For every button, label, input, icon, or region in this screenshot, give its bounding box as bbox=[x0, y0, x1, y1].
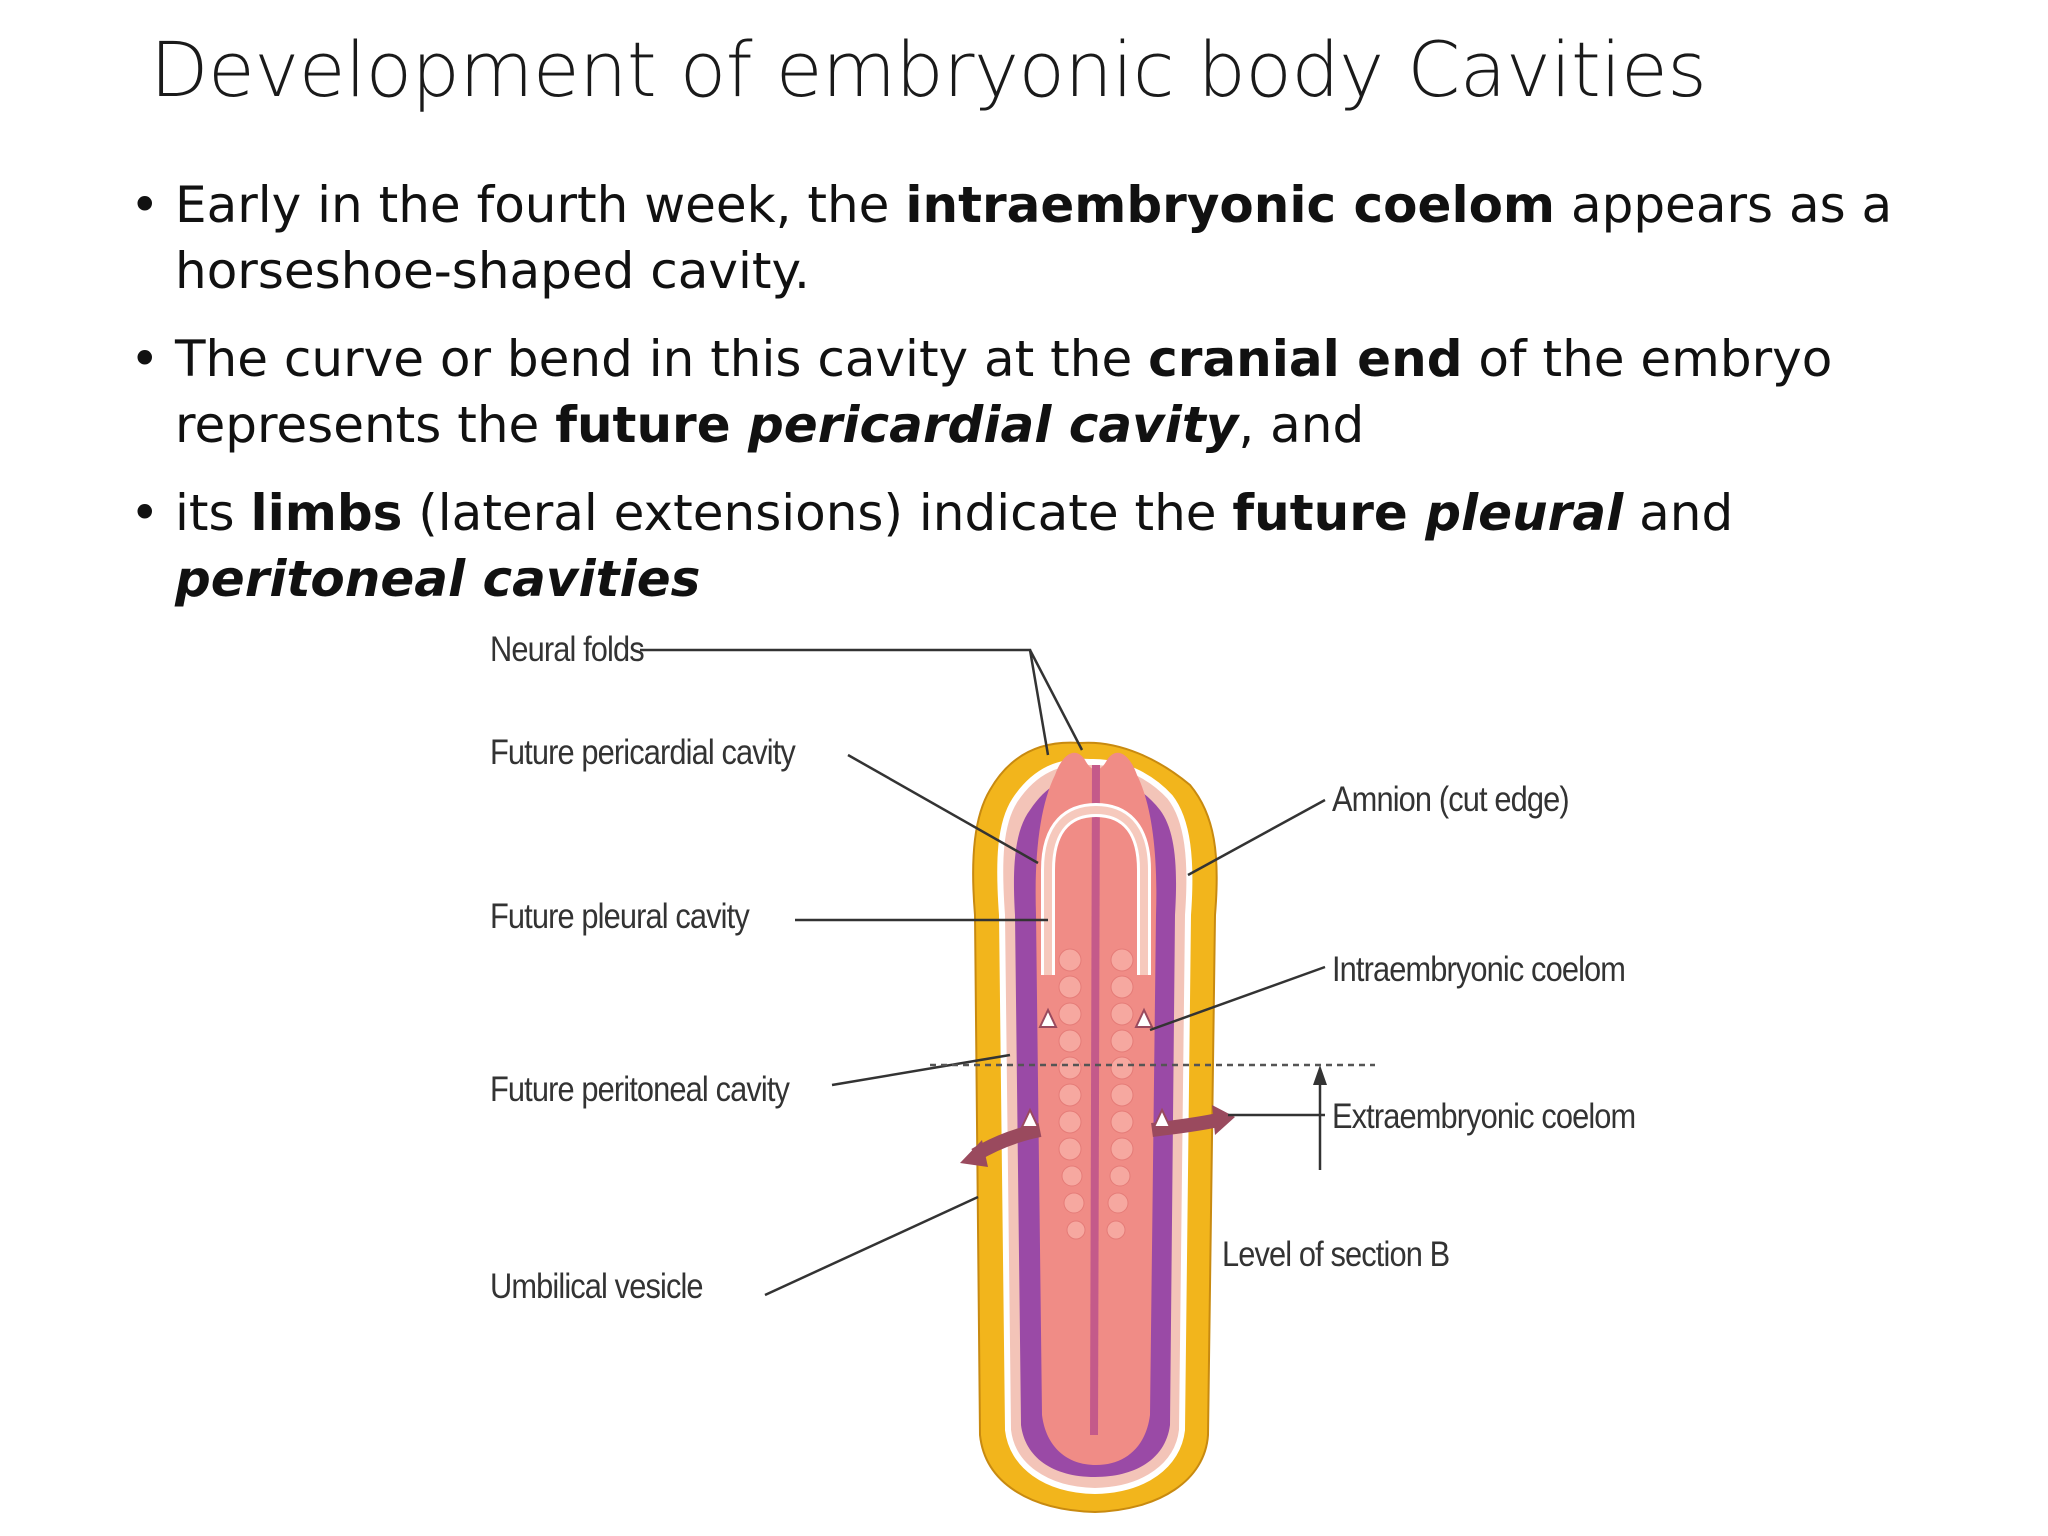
bullet-text: The curve or bend in this cavity at the … bbox=[175, 330, 1832, 454]
bullet-text-run: The curve or bend in this cavity at the bbox=[175, 330, 1149, 388]
extraembryonic-arrow-right bbox=[1151, 1113, 1220, 1137]
pleural-arrows bbox=[1020, 1007, 1172, 1128]
bullet-dot: • bbox=[130, 484, 160, 542]
slide-title: Development of embryonic body Cavities bbox=[150, 25, 1707, 114]
bullet-text-run: future bbox=[555, 396, 749, 454]
bullet-item: • The curve or bend in this cavity at th… bbox=[130, 326, 1930, 458]
bullet-text-run: , and bbox=[1238, 396, 1365, 454]
label-extraembryonic-coelom: Extraembryonic coelom bbox=[1332, 1097, 1636, 1136]
bullet-item: • its limbs (lateral extensions) indicat… bbox=[130, 480, 1930, 612]
bullet-text-run: of the embryo represents the bbox=[175, 330, 1833, 454]
bullet-text-run: limbs bbox=[250, 484, 403, 542]
label-intraembryonic-coelom: Intraembryonic coelom bbox=[1332, 950, 1626, 989]
embryo-illustration bbox=[640, 648, 1375, 1514]
label-level-of-section-b: Level of section B bbox=[1222, 1235, 1450, 1274]
bullet-text-run: Early in the fourth week, the bbox=[175, 176, 906, 234]
label-umbilical-vesicle: Umbilical vesicle bbox=[490, 1267, 704, 1306]
label-future-pericardial-cavity: Future pericardial cavity bbox=[490, 733, 796, 772]
bullet-text-run: cranial end bbox=[1148, 330, 1463, 388]
bullet-text-run: its bbox=[175, 484, 251, 542]
label-future-pleural-cavity: Future pleural cavity bbox=[490, 897, 750, 936]
leader-lines bbox=[640, 648, 1326, 1297]
neural-groove bbox=[1090, 764, 1100, 1436]
bullet-text-run: future bbox=[1232, 484, 1426, 542]
bullet-text: its limbs (lateral extensions) indicate … bbox=[175, 484, 1733, 608]
bullet-text-run: appears as a horseshoe-shaped cavity. bbox=[175, 176, 1893, 300]
bullet-text-run: pericardial cavity bbox=[748, 396, 1239, 454]
embryo-diagram: Neural folds Future pericardial cavity F… bbox=[470, 615, 1720, 1520]
label-future-peritoneal-cavity: Future peritoneal cavity bbox=[490, 1070, 790, 1109]
bullet-text-run: and bbox=[1623, 484, 1734, 542]
bullet-dot: • bbox=[130, 330, 160, 388]
label-neural-folds: Neural folds bbox=[490, 630, 645, 669]
bullet-text-run: pleural bbox=[1425, 484, 1624, 542]
bullet-text: Early in the fourth week, the intraembry… bbox=[175, 176, 1892, 300]
bullet-dot: • bbox=[130, 176, 160, 234]
bullet-text-run: intraembryonic coelom bbox=[905, 176, 1556, 234]
bullet-text-run: (lateral extensions) indicate the bbox=[402, 484, 1233, 542]
bullet-item: • Early in the fourth week, the intraemb… bbox=[130, 172, 1930, 304]
bullet-list: • Early in the fourth week, the intraemb… bbox=[130, 172, 1930, 634]
bullet-text-run: peritoneal cavities bbox=[175, 550, 701, 608]
label-amnion: Amnion (cut edge) bbox=[1332, 780, 1570, 819]
somites bbox=[1058, 948, 1134, 1240]
